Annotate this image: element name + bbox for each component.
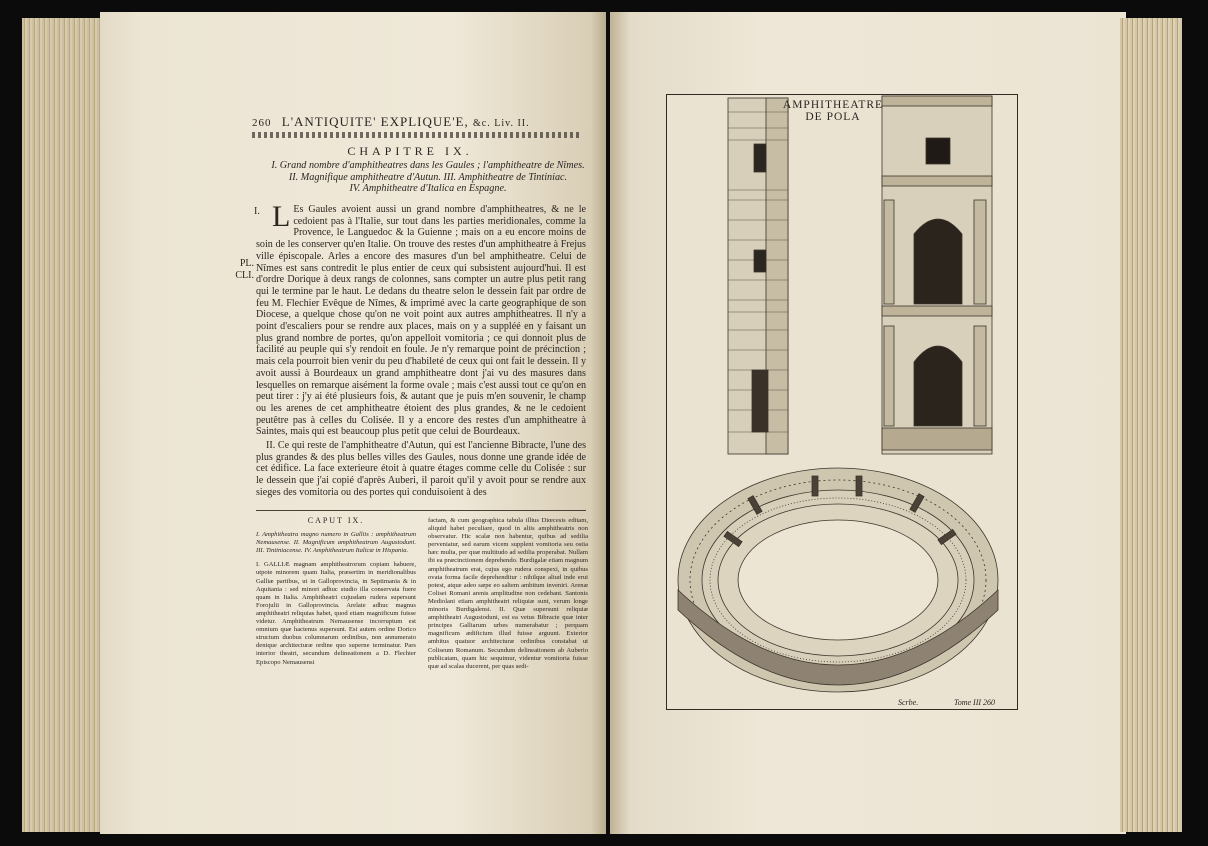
amphitheatre-plan xyxy=(677,467,999,693)
facade-elevation-right xyxy=(881,95,993,455)
paragraph-1-text: Es Gaules avoient aussi un grand nombre … xyxy=(256,204,586,438)
plate-title-line-1: AMPHITHEATRE xyxy=(782,99,884,111)
summary-line: II. Magnifique amphitheatre d'Autun. III… xyxy=(288,171,568,183)
header-ornament xyxy=(252,132,580,138)
summary-line: I. Grand nombre d'amphitheatres dans les… xyxy=(271,160,585,171)
latin-summary: I. Amphitheatra magno numero in Galliis … xyxy=(256,531,416,555)
chapter-summary: I. Grand nombre d'amphitheatres dans les… xyxy=(256,160,600,195)
latin-caption: CAPUT IX. xyxy=(307,516,365,525)
running-head-suffix: &c. Liv. II. xyxy=(473,118,530,129)
section-mark: I. xyxy=(254,206,260,217)
running-head-title: L'ANTIQUITE' EXPLIQUE'E, xyxy=(281,114,469,129)
latin-column-1: CAPUT IX. I. Amphitheatra magno numero i… xyxy=(256,516,416,667)
engraver-signature: Scrbe. xyxy=(898,698,919,707)
latin-text-2: factam, & cum geographica tabula illius … xyxy=(428,517,588,670)
plate-number: Tome III 260 xyxy=(954,698,996,707)
page-edges-left xyxy=(22,18,107,832)
page-edges-right xyxy=(1120,18,1182,832)
margin-note: PL. CLI. xyxy=(235,258,254,281)
chapter-title: CHAPITRE IX. xyxy=(347,144,473,158)
running-head: 260 L'ANTIQUITE' EXPLIQUE'E, &c. Liv. II… xyxy=(252,114,530,130)
left-page xyxy=(100,12,606,834)
page-number: 260 xyxy=(252,117,272,129)
summary-line: IV. Amphitheatre d'Italica en Espagne. xyxy=(349,183,507,195)
paragraph-2: II. Ce qui reste de l'amphitheatre d'Aut… xyxy=(256,440,586,498)
plate-title: AMPHITHEATRE DE POLA xyxy=(778,99,888,123)
section-elevation-left xyxy=(727,97,789,455)
drop-capital: L xyxy=(272,200,291,233)
footnote-rule xyxy=(256,510,586,511)
latin-column-2: factam, & cum geographica tabula illius … xyxy=(428,517,588,671)
latin-text-1: I. GALLIÆ magnam amphitheatrorum copiam … xyxy=(256,561,416,666)
plate-title-line-2: DE POLA xyxy=(805,111,861,123)
